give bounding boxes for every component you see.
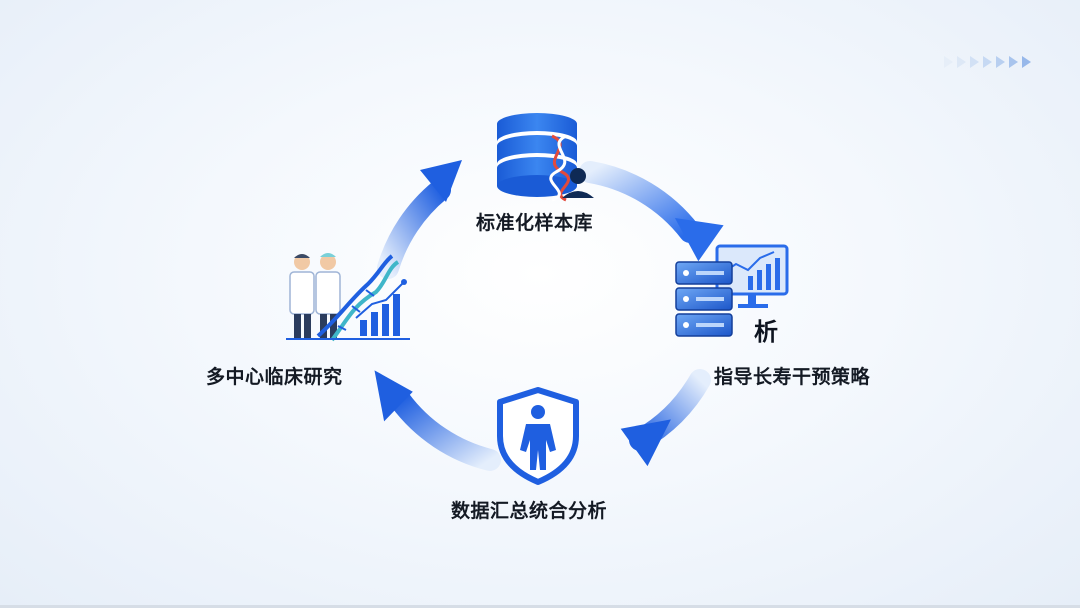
node-label-multicenter-clinical-research: 多中心临床研究 (206, 366, 343, 388)
doctors-dna-chart-icon (286, 253, 410, 342)
node-label-standardized-sample-bank: 标准化样本库 (476, 212, 594, 234)
arrow-bottom-to-left (389, 389, 501, 471)
arrowhead-top-right (674, 218, 724, 262)
chevron-decoration-icon (944, 56, 1031, 68)
arrow-left-to-top (377, 179, 451, 279)
arrow-top-to-right (579, 161, 701, 243)
node-label-guide-longevity-intervention: 指导长寿干预策略 (714, 366, 871, 388)
node-label-data-aggregation-analysis: 数据汇总统合分析 (451, 500, 608, 522)
shield-person-icon (497, 387, 579, 485)
server-monitor-icon (675, 244, 789, 337)
database-dna-person-icon (497, 113, 594, 202)
server-icon-text: 析 (754, 318, 778, 346)
arrowhead-bottom-right (620, 419, 671, 467)
arrowhead-top-left (420, 160, 462, 202)
arrowhead-bottom-left (374, 370, 413, 422)
